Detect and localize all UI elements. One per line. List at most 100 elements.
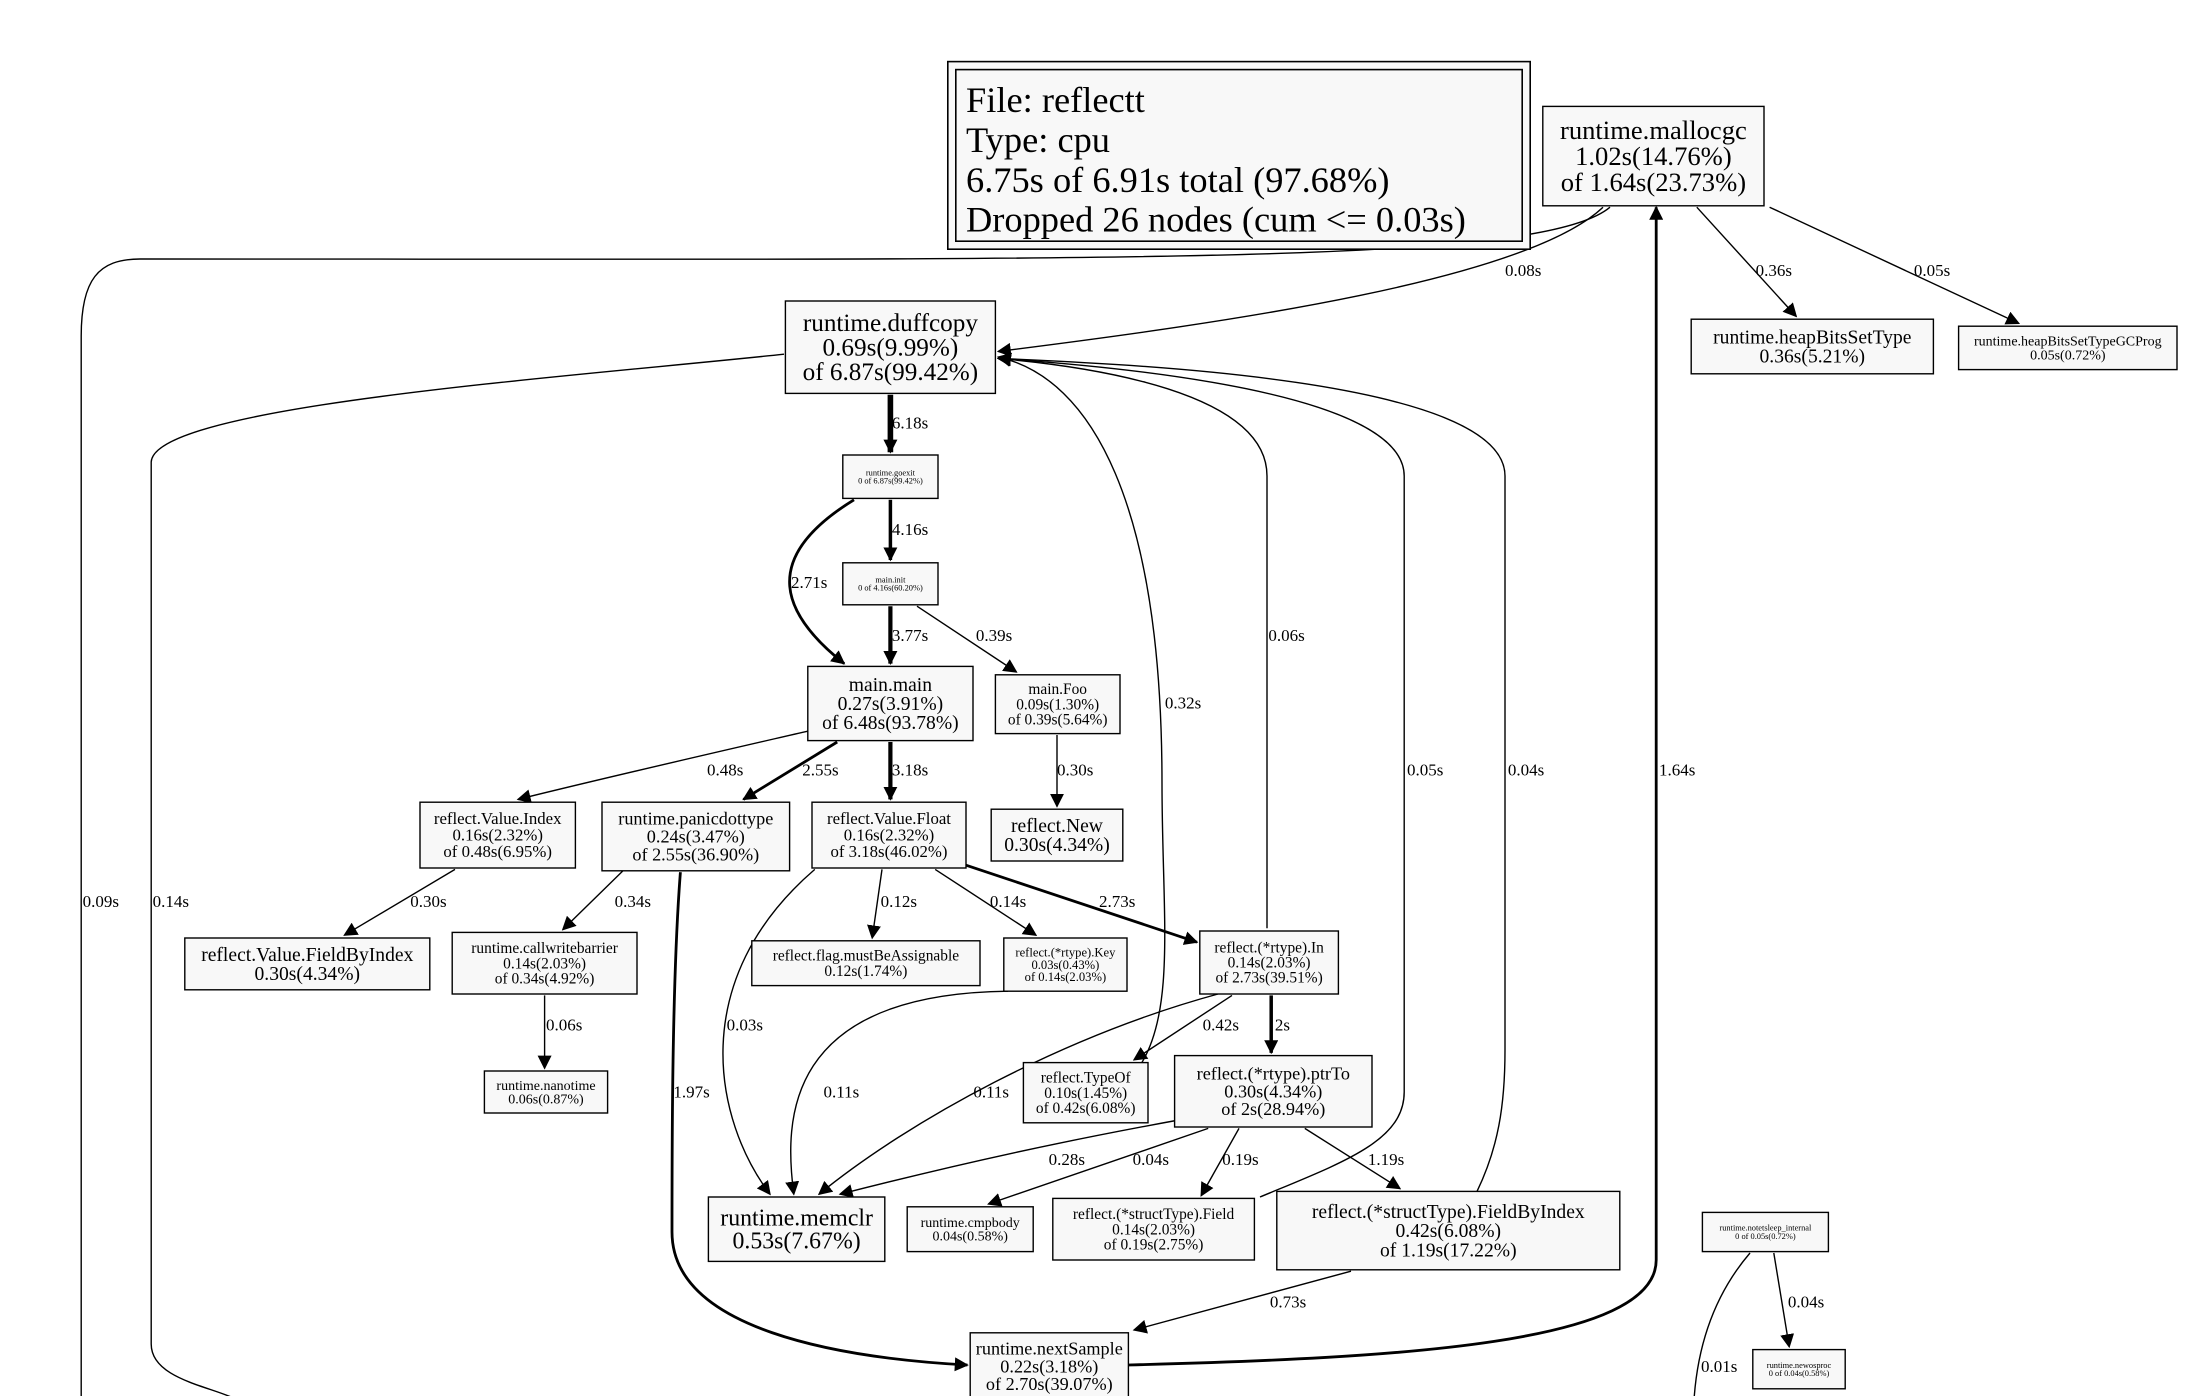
edge-e2: 0.36s (1696, 206, 1798, 318)
node-title: reflect.Value.Float (827, 809, 951, 828)
node-box (1052, 1197, 1256, 1261)
edge-label: 0.08s (1505, 261, 1541, 280)
node-title: reflect.TypeOf (1041, 1070, 1132, 1087)
edge-label: 0.30s (410, 892, 446, 911)
edge-e27: 0.19s (1200, 1128, 1259, 1197)
node-structField[interactable]: reflect.(*structType).Field0.14s(2.03%)o… (1052, 1197, 1256, 1261)
node-box (601, 801, 791, 872)
node-box (1957, 325, 2178, 371)
node-title: reflect.flag.mustBeAssignable (773, 948, 960, 965)
legend-line: File: reflectt (966, 80, 1145, 120)
node-box (990, 808, 1124, 862)
node-metric: 0.42s(6.08%) (1396, 1221, 1502, 1242)
node-title: runtime.heapBitsSetType (1713, 327, 1912, 348)
node-metric: 0.30s(4.34%) (1224, 1081, 1322, 1102)
edge-label: 0.06s (1268, 626, 1304, 645)
node-box (1542, 105, 1765, 207)
edge-label: 4.16s (892, 520, 928, 539)
node-metric: of 0.39s(5.64%) (1008, 711, 1108, 728)
node-title: runtime.nanotime (496, 1079, 595, 1094)
edge-e10: 0.48s (516, 730, 810, 804)
edge-label: 0.34s (615, 892, 651, 911)
node-metric: 1.02s(14.76%) (1575, 141, 1732, 171)
edge-e11: 2.55s (742, 740, 839, 801)
edge-label: 0.04s (1788, 1293, 1824, 1312)
node-metric: of 6.48s(93.78%) (822, 713, 959, 734)
edge-line (817, 993, 1219, 1196)
node-metric: 0.09s(1.30%) (1016, 696, 1099, 713)
edge-label: 0.11s (824, 1083, 860, 1102)
legend-line: Dropped 26 nodes (cum <= 0.03s) (966, 200, 1466, 240)
edge-e31: 0.06s (996, 352, 1305, 929)
node-metric: of 0.14s(2.03%) (1025, 970, 1107, 984)
edge-label: 0.32s (1165, 693, 1201, 712)
node-title: main.init (875, 575, 906, 584)
edge-e20: 0.11s (785, 990, 1009, 1196)
edge-label: 3.18s (892, 761, 928, 780)
edge-label: 0.01s (1701, 1357, 1737, 1376)
node-metric: 0 of 4.16s(60.20%) (858, 584, 923, 593)
node-metric: 0.30s(4.34%) (255, 964, 361, 985)
node-title: reflect.(*rtype).In (1214, 939, 1324, 956)
node-box (1003, 937, 1128, 992)
edge-line (1773, 1252, 1795, 1349)
edge-label: 0.28s (1049, 1150, 1085, 1169)
node-box (969, 1332, 1130, 1396)
node-box (842, 454, 939, 500)
edge-e5: 4.16s (883, 499, 928, 562)
edge-label: 0.09s (83, 892, 119, 911)
node-box (419, 801, 577, 869)
node-rtypeIn[interactable]: reflect.(*rtype).In0.14s(2.03%)of 2.73s(… (1199, 930, 1340, 995)
edge-label: 6.18s (892, 413, 928, 432)
edge-line (785, 990, 1009, 1196)
node-heapBitsSetTypeGCProg[interactable]: runtime.heapBitsSetTypeGCProg0.05s(0.72%… (1957, 325, 2178, 371)
node-title: runtime.newosproc (1767, 1361, 1832, 1370)
edge-line (965, 863, 1199, 945)
edge-line (1769, 206, 2021, 325)
edge-line (561, 870, 624, 931)
node-metric: of 3.18s(46.02%) (831, 842, 948, 861)
node-mustBeAssignable[interactable]: reflect.flag.mustBeAssignable0.12s(1.74%… (751, 940, 981, 987)
edge-label: 2.71s (791, 573, 827, 592)
node-metric: 0.16s(2.32%) (844, 826, 934, 845)
node-box (1690, 318, 1935, 375)
node-structFieldByIndex[interactable]: reflect.(*structType).FieldByIndex0.42s(… (1276, 1190, 1621, 1271)
node-title: runtime.nextSample (976, 1339, 1123, 1359)
edge-e7: 3.77s (883, 606, 928, 665)
edge-label: 0.06s (546, 1015, 582, 1034)
node-box (751, 940, 981, 987)
edge-label: 1.64s (1659, 761, 1695, 780)
node-box (1173, 1054, 1373, 1128)
node-box (807, 665, 974, 742)
edge-e37: 0.04s (1773, 1252, 1824, 1349)
node-title: runtime.heapBitsSetTypeGCProg (1974, 335, 2162, 350)
node-metric: 0.30s(4.34%) (1004, 835, 1110, 856)
edge-e15: 0.12s (867, 869, 917, 940)
edge-e6: 2.71s (788, 498, 855, 665)
node-metric: 0.14s(2.03%) (1112, 1221, 1195, 1238)
node-title: runtime.goexit (866, 468, 916, 477)
